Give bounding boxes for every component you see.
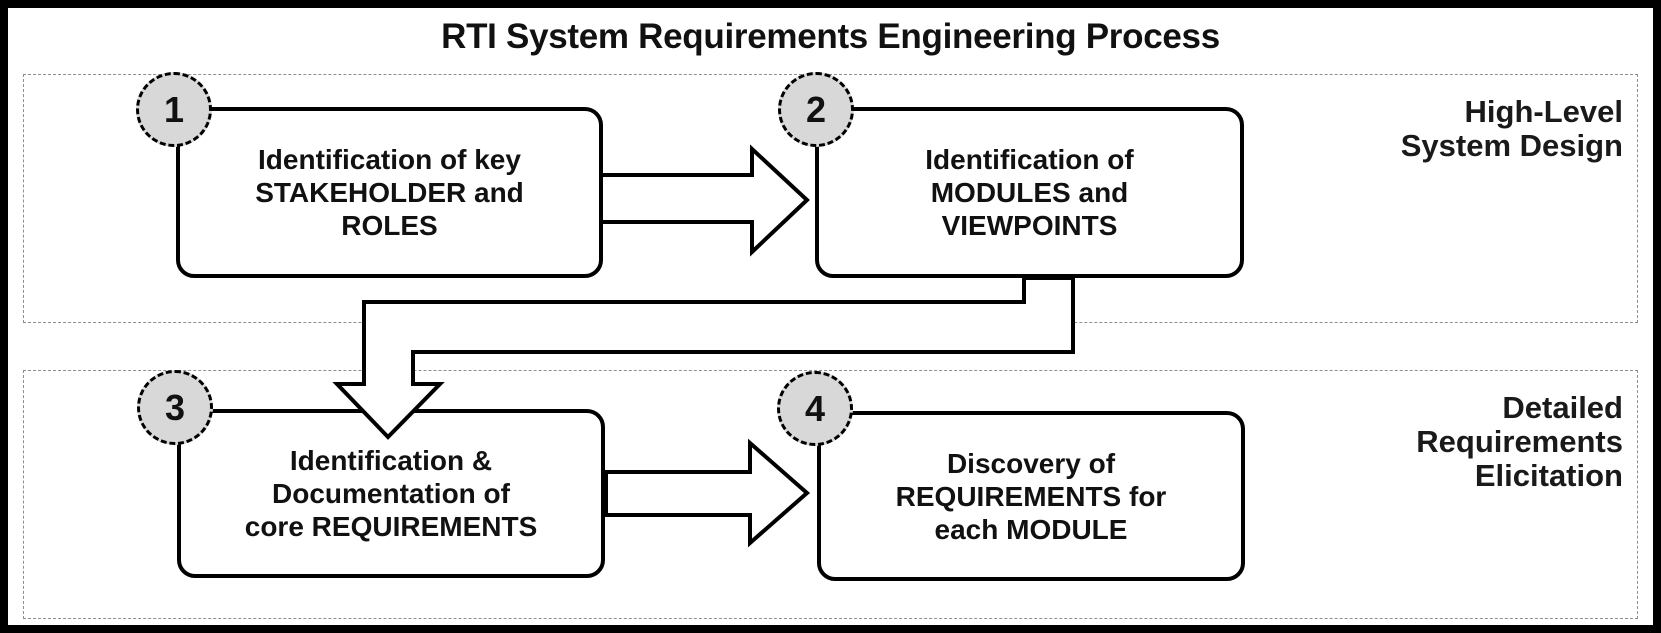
step-box-stakeholders: Identification of key STAKEHOLDER and RO… [176, 107, 603, 278]
step-box-core-requirements: Identification & Documentation of core R… [177, 409, 605, 578]
band-label-high-level-design: High-Level System Design [1400, 94, 1623, 163]
diagram-title: RTI System Requirements Engineering Proc… [441, 17, 1220, 56]
step-text-stakeholders: Identification of key STAKEHOLDER and RO… [255, 144, 524, 241]
band-label-detailed-elicitation: Detailed Requirements Elicitation [1416, 390, 1623, 493]
step-text-modules-viewpoints: Identification of MODULES and VIEWPOINTS [925, 144, 1134, 241]
step-number-badge-3: 3 [137, 370, 213, 445]
step-number-badge-4: 4 [777, 371, 853, 446]
step-box-module-requirements: Discovery of REQUIREMENTS for each MODUL… [817, 411, 1245, 581]
step-number-badge-2: 2 [778, 72, 854, 147]
step-text-core-requirements: Identification & Documentation of core R… [244, 445, 538, 542]
step-number-badge-1: 1 [136, 72, 212, 147]
step-box-modules-viewpoints: Identification of MODULES and VIEWPOINTS [815, 107, 1244, 278]
step-text-module-requirements: Discovery of REQUIREMENTS for each MODUL… [895, 447, 1167, 545]
